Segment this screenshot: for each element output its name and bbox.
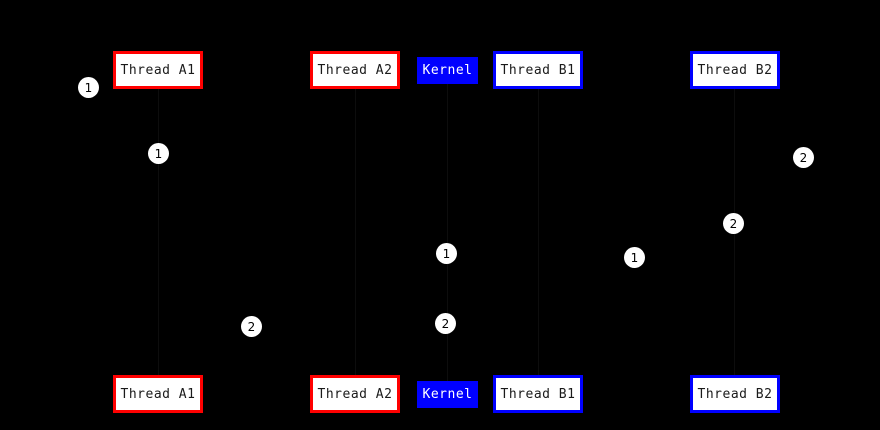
participant-thread-b2-participants_bottom[interactable]: Thread B2	[690, 375, 780, 413]
message-badge-2[interactable]: 2	[723, 213, 744, 234]
message-badge-2[interactable]: 2	[793, 147, 814, 168]
message-badge-1[interactable]: 1	[78, 77, 99, 98]
participant-thread-b2-participants_top[interactable]: Thread B2	[690, 51, 780, 89]
participant-thread-b1-participants_bottom[interactable]: Thread B1	[493, 375, 583, 413]
participant-thread-b1-participants_top[interactable]: Thread B1	[493, 51, 583, 89]
participant-kernel-participants_top[interactable]: Kernel	[417, 57, 478, 84]
lifeline	[447, 84, 448, 381]
participant-thread-a1-participants_bottom[interactable]: Thread A1	[113, 375, 203, 413]
message-badge-2[interactable]: 2	[435, 313, 456, 334]
lifeline	[355, 89, 356, 375]
lifeline	[538, 89, 539, 375]
message-badge-1[interactable]: 1	[148, 143, 169, 164]
participant-thread-a2-participants_bottom[interactable]: Thread A2	[310, 375, 400, 413]
participant-thread-a2-participants_top[interactable]: Thread A2	[310, 51, 400, 89]
participant-kernel-participants_bottom[interactable]: Kernel	[417, 381, 478, 408]
lifeline	[158, 89, 159, 375]
message-badge-1[interactable]: 1	[436, 243, 457, 264]
message-badge-2[interactable]: 2	[241, 316, 262, 337]
message-badge-1[interactable]: 1	[624, 247, 645, 268]
participant-thread-a1-participants_top[interactable]: Thread A1	[113, 51, 203, 89]
